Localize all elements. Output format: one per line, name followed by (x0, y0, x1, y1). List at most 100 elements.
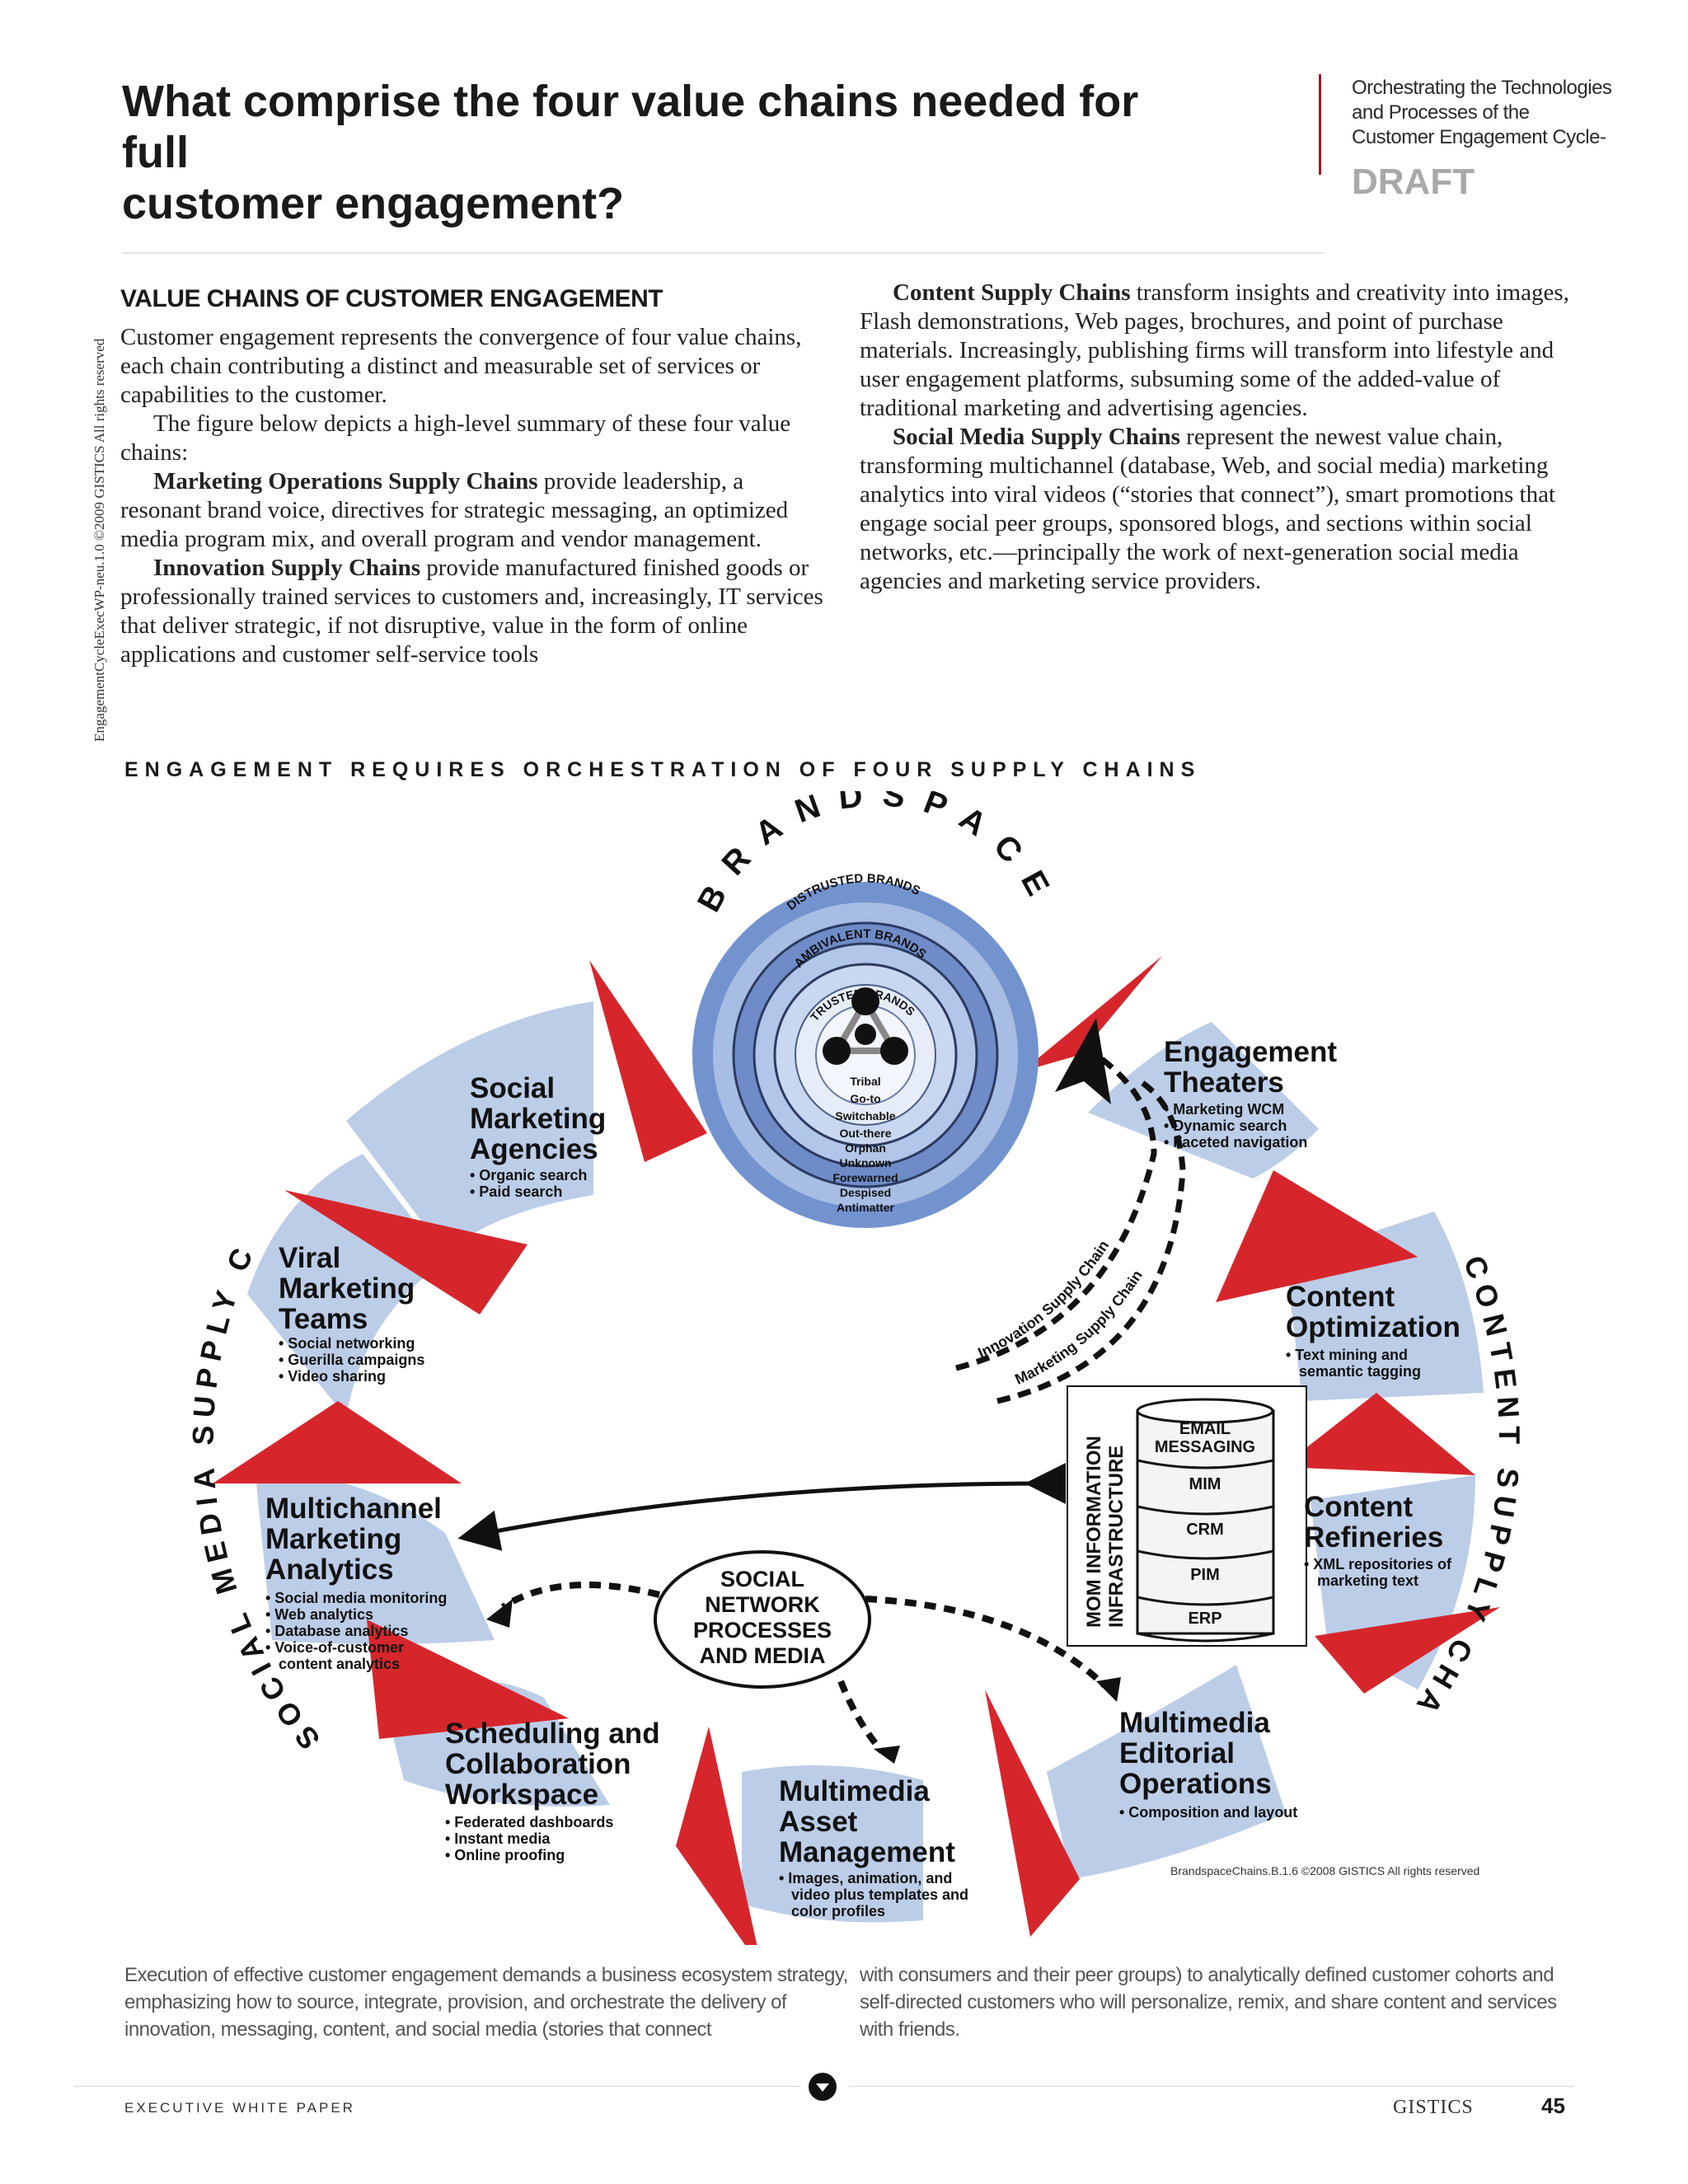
tribal-triangle (831, 995, 900, 1054)
node-item: • Dynamic search (1164, 1118, 1287, 1134)
node-item: • Composition and layout (1119, 1804, 1297, 1821)
node-refineries: Content Refineries • XML repositories of… (1304, 1491, 1452, 1589)
social-to-editorial-arrowhead (1096, 1677, 1121, 1702)
subtitle-line-2: and Processes of the (1352, 101, 1530, 124)
node-item: • Voice-of-customer (265, 1639, 404, 1656)
segment-despised: Despised (840, 1186, 891, 1199)
node-item: • Web analytics (265, 1606, 373, 1623)
mom-label: MOM INFORMATION INFRASTRUCTURE (1083, 1436, 1128, 1628)
caption-right: with consumers and their peer groups) to… (860, 1964, 1557, 2041)
social-network-line-1: SOCIAL (720, 1567, 804, 1591)
node-editorial: Multimedia Editorial Operations • Compos… (1119, 1707, 1297, 1821)
node-item: • Social networking (279, 1335, 415, 1352)
node-item: • Paid search (470, 1183, 562, 1200)
social-network-line-3: PROCESSES (693, 1618, 832, 1643)
node-title: Engagement (1164, 1036, 1337, 1068)
node-asset-management: Multimedia Asset Management • Images, an… (779, 1775, 968, 1919)
node-title: Marketing (279, 1272, 415, 1305)
mom-analytics-connector (457, 1462, 1067, 1551)
node-title: Social (470, 1072, 555, 1104)
db-body (1136, 1409, 1275, 1635)
title-line-2: customer engagement? (122, 179, 625, 228)
node-item: • Online proofing (445, 1847, 565, 1863)
node-viral-teams: Viral Marketing Teams • Social networkin… (279, 1242, 424, 1385)
social-network-ellipse (654, 1550, 871, 1689)
db-bottom (1137, 1632, 1274, 1643)
red-arrow-1 (589, 960, 707, 1162)
node-title: Multimedia (1119, 1707, 1270, 1739)
db-label-email: EMAIL (1179, 1420, 1231, 1438)
page-number: 45 (1541, 2093, 1565, 2118)
node-item: • Images, animation, and (779, 1870, 952, 1886)
db-label-erp: ERP (1188, 1610, 1221, 1628)
node-title: Agencies (470, 1133, 598, 1165)
segment-tribal: Tribal (850, 1075, 880, 1088)
node-title: Analytics (265, 1554, 394, 1586)
db-layer-labels: EMAIL MESSAGING MIM CRM PIM ERP (1155, 1420, 1255, 1628)
red-triangles (213, 956, 1500, 1945)
arc-analytics (256, 1474, 495, 1644)
tribal-node-center (855, 1024, 876, 1045)
diagram-title: ENGAGEMENT REQUIRES ORCHESTRATION OF FOU… (124, 758, 1202, 781)
node-title: Content (1304, 1491, 1414, 1523)
footer-rule-left (74, 2086, 799, 2087)
node-item: content analytics (279, 1656, 400, 1672)
footer-brand: GISTICS (1393, 2097, 1474, 2118)
intro-paragraph-2: The figure below depicts a high-level su… (120, 410, 791, 466)
node-title: Content (1286, 1281, 1395, 1313)
node-title: Scheduling and (445, 1718, 660, 1750)
node-title: Optimization (1286, 1311, 1461, 1343)
red-arrow-4 (367, 1619, 569, 1739)
engagement-arrowhead (1055, 1018, 1111, 1104)
node-title: Asset (779, 1806, 858, 1838)
node-title: Workspace (445, 1779, 598, 1811)
node-item: • Video sharing (279, 1368, 386, 1385)
mom-label-line-1: MOM INFORMATION (1083, 1436, 1105, 1628)
db-label-crm: CRM (1186, 1521, 1224, 1539)
social-network-label: SOCIAL NETWORK PROCESSES AND MEDIA (693, 1567, 832, 1668)
arc-asset (742, 1765, 923, 1923)
db-label-mim: MIM (1189, 1475, 1221, 1493)
db-top (1136, 1398, 1274, 1424)
red-arrow-9 (1216, 1170, 1418, 1302)
tribal-node-right (880, 1037, 908, 1065)
db-divider-4 (1137, 1596, 1274, 1606)
db-label-messaging: MESSAGING (1155, 1438, 1255, 1456)
red-arrow-7 (1315, 1607, 1500, 1694)
diagram-credit: BrandspaceChains.B.1.6 ©2008 GISTICS All… (1170, 1864, 1479, 1877)
node-analytics: Multichannel Marketing Analytics • Socia… (265, 1493, 447, 1672)
node-item: color profiles (791, 1903, 885, 1919)
page-marker-icon (809, 2073, 837, 2101)
segment-unknown: Unknown (840, 1156, 892, 1169)
content-term: Content Supply Chains (893, 279, 1131, 306)
footer-rule-right (849, 2086, 1574, 2087)
header-divider (1319, 74, 1321, 175)
node-item: • XML repositories of (1304, 1556, 1452, 1572)
content-paragraph: Content Supply Chains transform insights… (860, 279, 1577, 423)
db-divider-3 (1137, 1549, 1274, 1560)
draft-label: DRAFT (1352, 162, 1475, 202)
social-to-analytics (500, 1582, 660, 1610)
innovation-term: Innovation Supply Chains (153, 555, 420, 581)
segment-switchable: Switchable (835, 1109, 895, 1122)
intro-column-left: Customer engagement represents the conve… (120, 323, 829, 669)
node-item: • Organic search (470, 1167, 587, 1183)
page-title: What comprise the four value chains need… (122, 76, 1193, 229)
content-text: transform insights and creativity into i… (860, 279, 1569, 421)
node-title: Management (779, 1836, 955, 1868)
header-rule (122, 252, 1324, 254)
social-media-text: represent the newest value chain, transf… (860, 424, 1556, 594)
segment-antimatter: Antimatter (837, 1201, 895, 1214)
node-social-agencies: Social Marketing Agencies • Organic sear… (470, 1072, 606, 1200)
intro-paragraph-1: Customer engagement represents the conve… (120, 324, 802, 408)
node-item: • Instant media (445, 1830, 551, 1847)
node-title: Teams (279, 1303, 368, 1335)
red-arrow-5 (676, 1727, 757, 1945)
red-arrow-3 (213, 1401, 462, 1483)
node-item: • Social media monitoring (265, 1590, 447, 1606)
node-item: video plus templates and (791, 1886, 968, 1903)
red-arrow-6 (985, 1690, 1080, 1937)
node-optimization: Content Optimization • Text mining and s… (1286, 1281, 1461, 1380)
marketing-ops-paragraph: Marketing Operations Supply Chains provi… (120, 467, 829, 554)
node-title: Operations (1119, 1768, 1272, 1800)
